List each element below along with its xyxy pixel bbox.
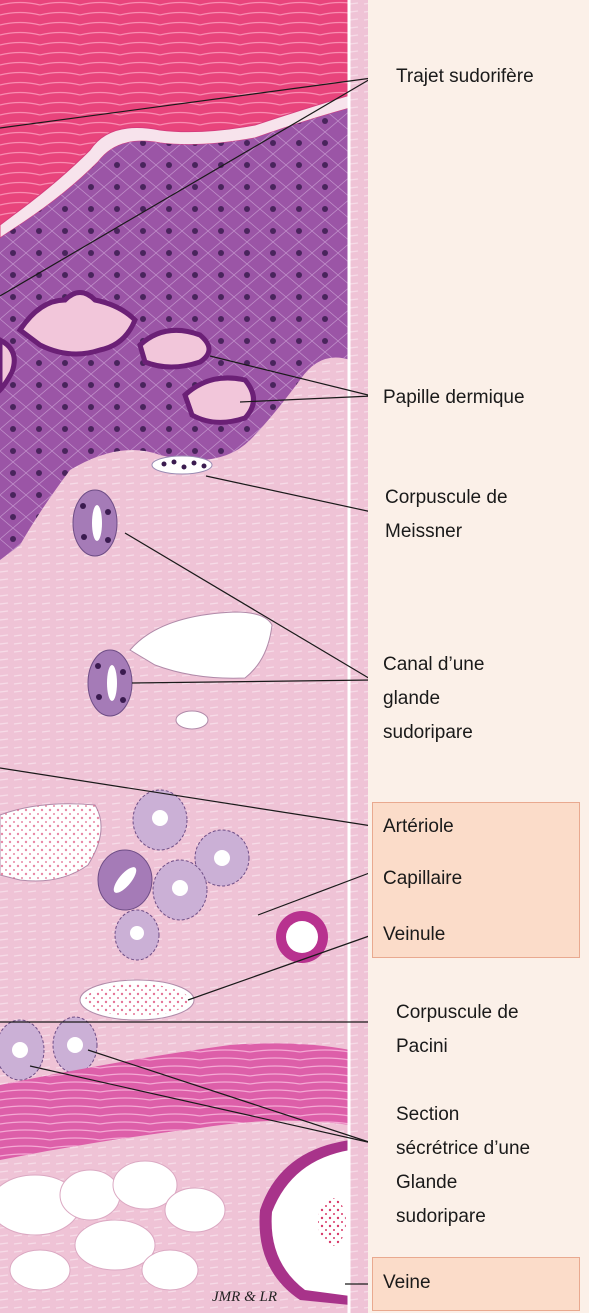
label-trajet-sudorifere: Trajet sudorifère	[396, 60, 534, 94]
label-arteriole: Artériole	[383, 810, 454, 844]
sweat-duct-1	[73, 490, 117, 556]
pacini-corpuscle	[80, 980, 194, 1020]
label-papille-dermique: Papille dermique	[383, 381, 525, 415]
label-veine: Veine	[383, 1266, 431, 1300]
label-corpuscule-pacini: Corpuscule de Pacini	[396, 996, 519, 1064]
sweat-duct-2	[88, 650, 132, 716]
vessel-lumen-small	[176, 711, 208, 729]
veinule	[276, 911, 328, 963]
label-section-secretrice: Section sécrétrice d’une Glande sudoripa…	[396, 1098, 530, 1234]
dermal-papilla-3	[185, 378, 254, 422]
dermal-papilla-2	[140, 330, 209, 367]
meissner-corpuscle	[152, 456, 212, 474]
author-credit: JMR & LR	[212, 1289, 277, 1306]
label-capillaire: Capillaire	[383, 862, 462, 896]
label-corpuscule-meissner: Corpuscule de Meissner	[385, 481, 508, 549]
label-canal-glande: Canal d’une glande sudoripare	[383, 648, 484, 750]
label-veinule: Veinule	[383, 918, 445, 952]
